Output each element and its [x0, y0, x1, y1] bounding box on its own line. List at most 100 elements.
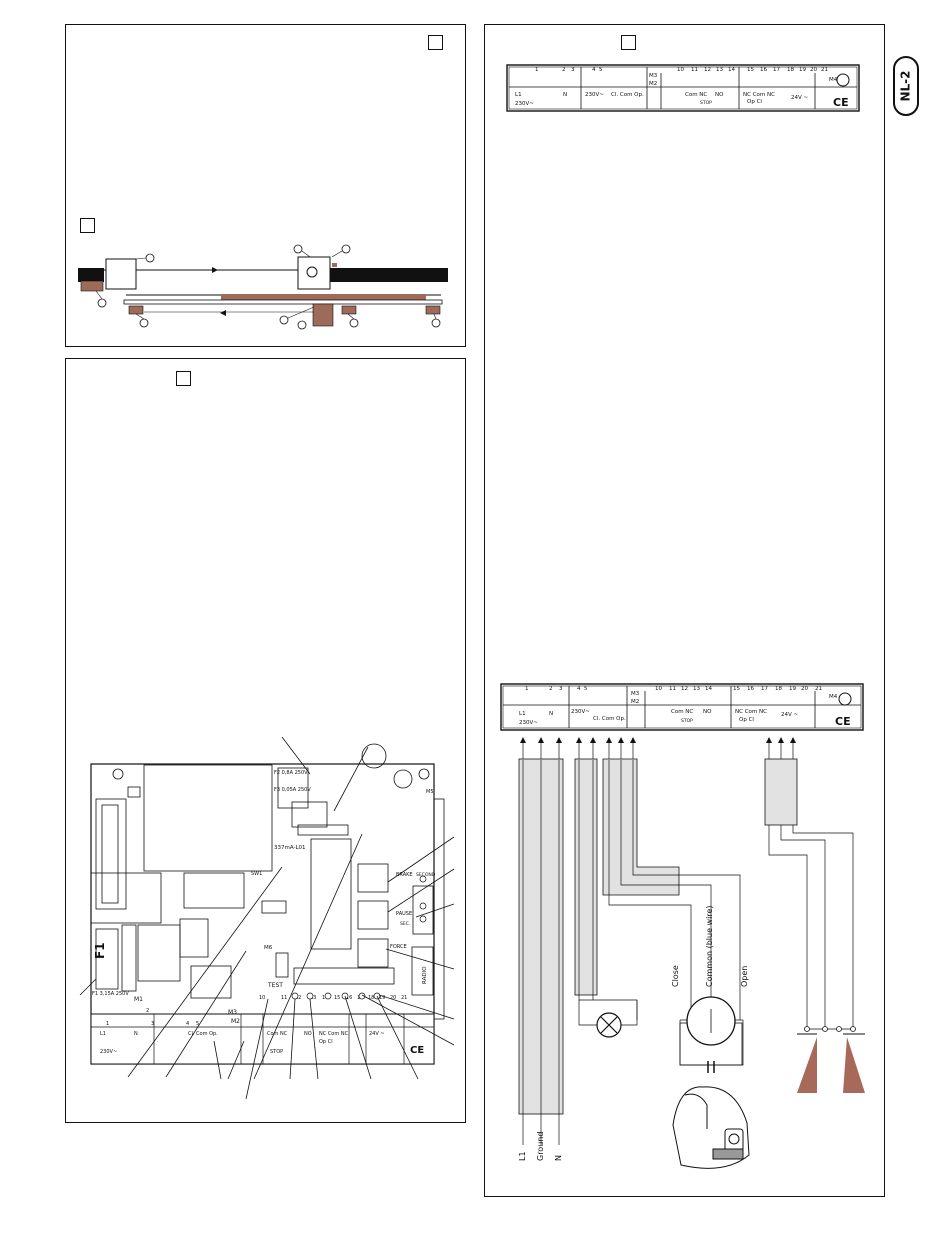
photocell-cable-sheath [764, 758, 798, 826]
svg-text:12: 12 [704, 67, 711, 73]
svg-text:17: 17 [761, 686, 768, 692]
figure-box-1 [428, 35, 443, 50]
terminal-block-bottom: 1 2 3 4 5 10 11 12 13 14 15 16 17 18 19 … [500, 683, 864, 731]
svg-text:1: 1 [525, 686, 529, 692]
svg-text:STOP: STOP [270, 1049, 283, 1055]
svg-text:CE: CE [835, 715, 851, 728]
svg-text:21: 21 [815, 686, 822, 692]
svg-text:15: 15 [747, 67, 754, 73]
svg-text:11: 11 [281, 995, 287, 1001]
svg-text:20: 20 [801, 686, 808, 692]
svg-text:10: 10 [259, 995, 265, 1001]
fuse-f2-label: F2 0,8A 250V [274, 770, 308, 776]
svg-text:2: 2 [562, 67, 566, 73]
svg-text:18: 18 [787, 67, 794, 73]
terminal-block-top: 1 2 3 4 5 10 11 12 13 14 15 16 17 18 19 … [506, 64, 860, 112]
m3-label: M3 [228, 1009, 237, 1016]
svg-text:Cl. Com Op.: Cl. Com Op. [593, 716, 626, 722]
figure-box-2 [80, 218, 95, 233]
motor-unit-icon [672, 1086, 750, 1169]
svg-text:21: 21 [401, 995, 407, 1001]
end-stop-block-4 [341, 305, 357, 315]
svg-text:230V~: 230V~ [585, 92, 604, 98]
rail-diagram [78, 244, 448, 330]
end-stop-block-3 [312, 303, 334, 327]
svg-text:21: 21 [821, 67, 828, 73]
svg-text:Op Cl: Op Cl [739, 717, 754, 723]
svg-text:230V~: 230V~ [571, 709, 590, 715]
sec-label: SEC. [400, 921, 410, 927]
svg-text:14: 14 [705, 686, 712, 692]
page-tag: NL-2 [893, 56, 919, 116]
svg-text:L1: L1 [519, 711, 526, 717]
svg-text:12: 12 [295, 995, 301, 1001]
n-label: N [554, 1155, 563, 1161]
lamp-symbol [596, 1012, 622, 1038]
end-stop-block-2 [128, 305, 144, 315]
svg-text:5: 5 [196, 1021, 199, 1027]
svg-text:230V~: 230V~ [100, 1049, 117, 1055]
svg-text:24V ~: 24V ~ [781, 712, 799, 718]
fuse-f1-label: F1 [93, 942, 107, 959]
rom-label: 337mA-L01 [274, 845, 306, 851]
pause-label: PAUSE [396, 911, 412, 917]
force-label: FORCE [390, 944, 407, 950]
photocell-transmitter [797, 1037, 817, 1093]
figure-box-3 [176, 371, 191, 386]
svg-text:3: 3 [559, 686, 563, 692]
svg-text:17: 17 [773, 67, 780, 73]
svg-text:10: 10 [677, 67, 684, 73]
svg-text:24V ~: 24V ~ [369, 1031, 385, 1037]
end-stop-block-1 [80, 280, 104, 292]
svg-text:19: 19 [789, 686, 796, 692]
svg-text:N: N [549, 711, 553, 717]
svg-text:4: 4 [577, 686, 581, 692]
test-label: TEST [267, 982, 283, 989]
radio-label: RADIO [422, 966, 428, 984]
svg-text:NO: NO [304, 1031, 312, 1037]
end-stop-block-5 [425, 305, 441, 315]
svg-text:STOP: STOP [681, 718, 693, 724]
l1-label: L1 [518, 1151, 527, 1161]
svg-text:CE: CE [833, 96, 849, 109]
lamp-cable-sheath [574, 758, 598, 996]
svg-text:13: 13 [693, 686, 700, 692]
svg-text:18: 18 [775, 686, 782, 692]
wiring-panel: 1 2 3 4 5 10 11 12 13 14 15 16 17 18 19 … [484, 24, 885, 1197]
svg-text:4: 4 [592, 67, 596, 73]
svg-text:230V~: 230V~ [515, 101, 534, 107]
photocell-receiver [843, 1037, 865, 1093]
svg-text:16: 16 [747, 686, 754, 692]
m1-label: M1 [134, 996, 143, 1003]
svg-text:13: 13 [310, 995, 316, 1001]
svg-text:11: 11 [669, 686, 676, 692]
svg-text:M2: M2 [631, 699, 639, 705]
svg-text:Com NC: Com NC [671, 709, 693, 715]
svg-text:M4: M4 [829, 77, 838, 83]
svg-text:M4: M4 [829, 694, 838, 700]
figure-box-4 [621, 35, 636, 50]
board-panel: F1 F1 3,15A 250V F2 0,8A 250V F3 0,05A 2… [65, 358, 466, 1123]
svg-text:Cl. Com Op.: Cl. Com Op. [611, 92, 644, 98]
close-label: Close [671, 965, 680, 987]
svg-text:13: 13 [716, 67, 723, 73]
svg-text:CE: CE [410, 1045, 424, 1056]
svg-text:2: 2 [146, 1008, 149, 1014]
m5-label: M5 [426, 789, 434, 795]
fuse-f3-label: F3 0,05A 250V [274, 787, 311, 793]
svg-text:3: 3 [151, 1021, 154, 1027]
svg-text:N: N [563, 92, 567, 98]
svg-text:L1: L1 [515, 92, 522, 98]
svg-text:Com NC: Com NC [267, 1031, 288, 1037]
svg-text:24V ~: 24V ~ [791, 95, 809, 101]
svg-text:4: 4 [186, 1021, 189, 1027]
fuse-f1-rating: F1 3,15A 250V [92, 991, 129, 997]
svg-text:20: 20 [390, 995, 396, 1001]
svg-text:11: 11 [691, 67, 698, 73]
svg-text:N: N [134, 1031, 138, 1037]
m6-label: M6 [264, 945, 273, 951]
common-label: Common (blue wire) [705, 906, 714, 987]
svg-text:10: 10 [655, 686, 662, 692]
svg-text:Op Cl: Op Cl [319, 1039, 333, 1045]
svg-text:18: 18 [368, 995, 374, 1001]
